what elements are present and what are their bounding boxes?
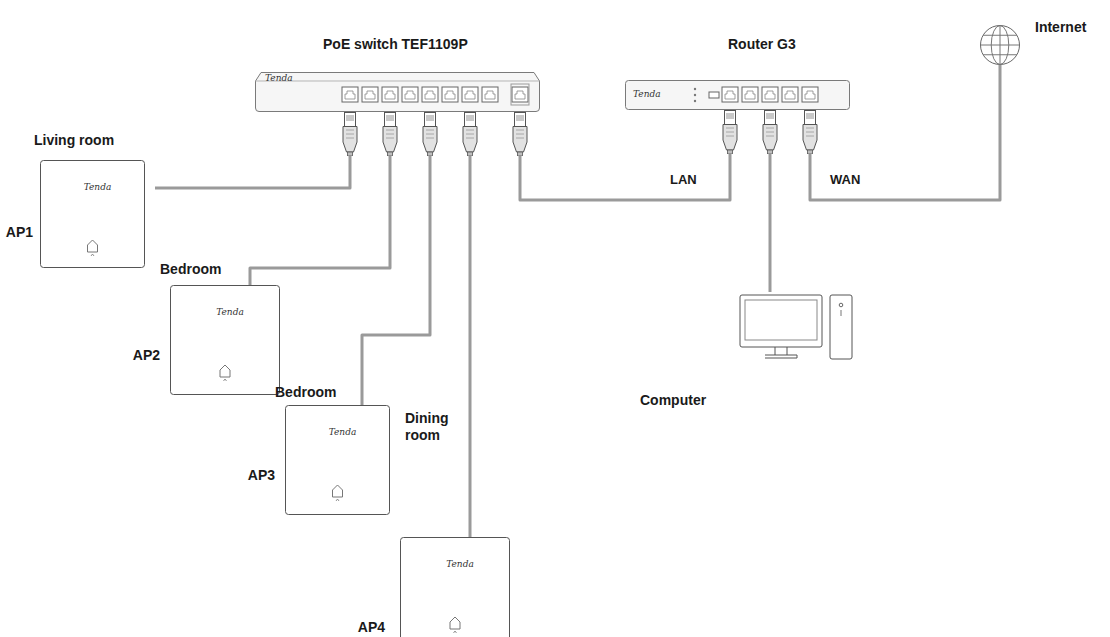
router: Router G3Tenda: [625, 80, 850, 110]
device-label: Living room: [34, 132, 114, 149]
device-label: AP4: [358, 619, 385, 636]
device-label: PoE switch TEF1109P: [323, 36, 468, 53]
device-label: AP1: [6, 224, 33, 241]
status-icon: [220, 365, 230, 377]
access-point: Dining roomTendaAP4: [400, 537, 520, 637]
status-icon: [88, 240, 98, 252]
port-label: LAN: [668, 172, 699, 187]
switch-drawing: [255, 72, 540, 112]
rj45-plug: [723, 111, 737, 155]
ap-faceplate: [286, 406, 390, 515]
router-body: [626, 81, 850, 110]
ap-faceplate: [401, 538, 510, 637]
brand-logo: Tenda: [170, 307, 290, 318]
access-point: Living roomTendaAP1: [40, 160, 155, 268]
pc-tower: [830, 295, 852, 359]
ap-drawing: [170, 285, 290, 395]
brand-logo: Tenda: [633, 89, 661, 100]
port-label: WAN: [828, 172, 862, 187]
device-label: Dining room: [405, 410, 467, 444]
device-label: Computer: [640, 392, 706, 409]
computer: Computer: [735, 292, 855, 364]
device-label: AP2: [133, 347, 160, 364]
switch-body: [256, 73, 540, 112]
ethernet-cable: [362, 112, 430, 405]
monitor: [740, 295, 822, 347]
access-point: BedroomTendaAP2: [170, 285, 290, 395]
ap-drawing: [400, 537, 520, 637]
ethernet-port: [482, 87, 498, 102]
device-label: AP3: [248, 467, 275, 484]
ethernet-port: [462, 87, 478, 102]
computer-drawing: [735, 292, 855, 364]
rj45-plug: [383, 113, 397, 157]
globe-outline: [981, 26, 1020, 65]
internet-globe: Internet: [980, 25, 1020, 65]
access-point: BedroomTendaAP3: [285, 405, 400, 515]
ethernet-port: [722, 87, 738, 102]
ethernet-port: [362, 87, 378, 102]
ethernet-port: [512, 87, 528, 102]
ethernet-cable: [155, 112, 350, 188]
ethernet-cable: [520, 110, 730, 200]
brand-logo: Tenda: [400, 559, 520, 570]
ethernet-cable: [250, 112, 390, 285]
status-icon: [333, 485, 343, 497]
ap-drawing: [40, 160, 155, 268]
status-icon: [450, 617, 460, 629]
rj45-plug: [463, 113, 477, 157]
ap-drawing: [285, 405, 400, 515]
device-label: Bedroom: [160, 261, 221, 278]
device-label: Bedroom: [275, 384, 336, 401]
rj45-plug: [343, 113, 357, 157]
rj45-plug: [763, 111, 777, 155]
ap-faceplate: [171, 286, 280, 395]
brand-logo: Tenda: [285, 427, 400, 438]
brand-logo: Tenda: [265, 73, 293, 84]
brand-logo: Tenda: [40, 182, 155, 193]
ethernet-port: [382, 87, 398, 102]
ethernet-port: [782, 87, 798, 102]
device-label: Internet: [1035, 19, 1086, 36]
ethernet-port: [742, 87, 758, 102]
ethernet-port: [422, 87, 438, 102]
ethernet-port: [402, 87, 418, 102]
rj45-plug: [513, 113, 527, 157]
ethernet-port: [802, 87, 818, 102]
ethernet-port: [762, 87, 778, 102]
poe-switch: PoE switch TEF1109PTenda: [255, 72, 540, 112]
ethernet-port: [342, 87, 358, 102]
rj45-plug: [803, 111, 817, 155]
device-label: Router G3: [728, 36, 796, 53]
rj45-plug: [423, 113, 437, 157]
ap-faceplate: [41, 161, 145, 268]
ethernet-cable: [469, 112, 472, 537]
globe-drawing: [980, 25, 1020, 65]
ethernet-port: [442, 87, 458, 102]
